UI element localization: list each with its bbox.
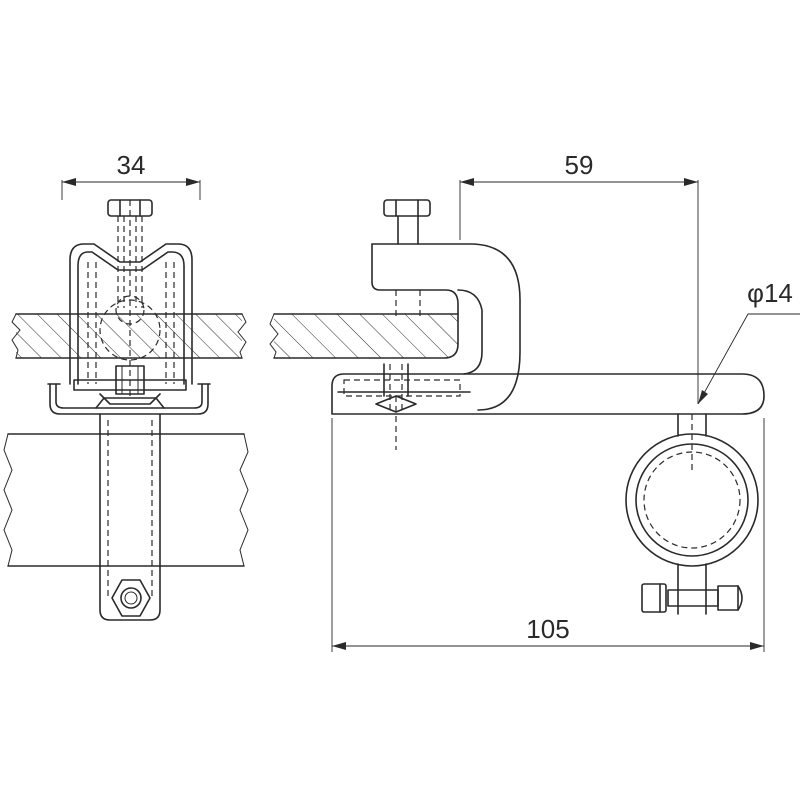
dimension-34: 34 (61, 150, 201, 200)
dimension-label-length: 105 (526, 614, 569, 644)
front-saddle (47, 365, 211, 415)
dimension-label-diameter: φ14 (747, 278, 793, 308)
side-bolt (383, 199, 431, 245)
front-bolt (107, 199, 153, 400)
front-strap (99, 413, 161, 621)
dimension-59: 59 (459, 150, 699, 404)
side-beam-flange (269, 313, 459, 359)
side-bracket-arm (331, 363, 765, 450)
side-pipe-ring (625, 413, 759, 615)
front-view: 34 (3, 150, 249, 621)
dimension-phi14: φ14 (697, 278, 800, 405)
dimension-105: 105 (331, 418, 765, 652)
dimension-label-offset: 59 (565, 150, 594, 180)
front-pipe (3, 433, 249, 567)
front-beam-flange (11, 313, 247, 359)
side-c-clamp (371, 243, 521, 411)
side-view: 59 φ14 105 (269, 150, 800, 652)
dimension-label-width: 34 (117, 150, 146, 180)
